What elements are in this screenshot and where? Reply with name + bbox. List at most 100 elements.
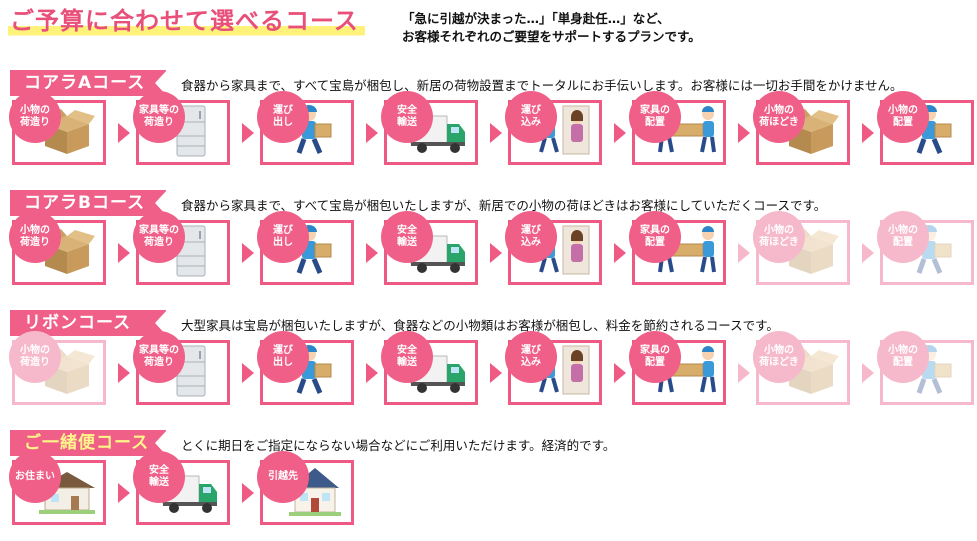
step-card: 運び 出し — [257, 331, 354, 405]
step-label: 安全 輸送 — [397, 225, 417, 248]
step-label: 運び 込み — [521, 225, 541, 248]
flow-arrow-icon — [242, 243, 254, 263]
step-label: 運び 出し — [273, 225, 293, 248]
step-card: 小物の 荷ほどき — [753, 331, 850, 405]
flow-arrow-icon — [118, 483, 130, 503]
step-card: 小物の 荷造り — [9, 331, 106, 405]
step-badge: 安全 輸送 — [133, 451, 185, 503]
flow-arrow-icon — [242, 483, 254, 503]
step-label: 小物の 荷ほどき — [759, 105, 799, 128]
step-label: お住まい — [15, 471, 55, 482]
step-card: 小物の 荷造り — [9, 211, 106, 285]
step-label: 小物の 配置 — [888, 345, 918, 368]
step-badge: 安全 輸送 — [381, 91, 433, 143]
step-card: 家具等の 荷造り — [133, 211, 230, 285]
step-label: 家具の 配置 — [640, 225, 670, 248]
course-description: 食器から家具まで、すべて宝島が梱包いたしますが、新居での小物の荷ほどきはお客様に… — [181, 198, 827, 213]
flow-arrow-icon — [242, 363, 254, 383]
step-label: 小物の 荷ほどき — [759, 225, 799, 248]
step-card: 運び 出し — [257, 211, 354, 285]
header-desc-line2: お客様それぞれのご要望をサポートするプランです。 — [402, 29, 701, 44]
step-card: 安全 輸送 — [381, 211, 478, 285]
step-badge: 家具の 配置 — [629, 211, 681, 263]
flow-arrow-icon — [490, 243, 502, 263]
step-badge: 運び 込み — [505, 91, 557, 143]
course-description: 大型家具は宝島が梱包いたしますが、食器などの小物類はお客様が梱包し、料金を節約さ… — [181, 318, 779, 333]
step-label: 運び 出し — [273, 345, 293, 368]
flow-arrow-icon — [490, 123, 502, 143]
step-badge: 小物の 荷ほどき — [753, 91, 805, 143]
step-badge: 小物の 配置 — [877, 91, 929, 143]
step-label: 運び 込み — [521, 105, 541, 128]
step-label: 安全 輸送 — [397, 105, 417, 128]
flow-arrow-icon — [118, 243, 130, 263]
flow-arrow-icon — [738, 363, 750, 383]
step-badge: 家具の 配置 — [629, 91, 681, 143]
step-card: 家具の 配置 — [629, 91, 726, 165]
flow-arrow-icon — [614, 363, 626, 383]
flow-arrow-icon — [862, 363, 874, 383]
step-label: 家具の 配置 — [640, 105, 670, 128]
step-label: 小物の 荷造り — [20, 345, 50, 368]
step-card: 小物の 配置 — [877, 91, 974, 165]
step-badge: 小物の 荷造り — [9, 91, 61, 143]
flow-arrow-icon — [366, 123, 378, 143]
step-badge: 安全 輸送 — [381, 211, 433, 263]
header-description: 「急に引越が決まった…」「単身赴任…」など、 お客様それぞれのご要望をサポートす… — [402, 10, 701, 46]
course-description: 食器から家具まで、すべて宝島が梱包し、新居の荷物設置までトータルにお手伝いします… — [181, 78, 903, 93]
step-badge: 家具等の 荷造り — [133, 91, 185, 143]
step-badge: 小物の 荷ほどき — [753, 331, 805, 383]
flow-arrow-icon — [738, 123, 750, 143]
flow-arrow-icon — [614, 243, 626, 263]
step-label: 運び 込み — [521, 345, 541, 368]
step-card: 運び 込み — [505, 331, 602, 405]
step-label: 安全 輸送 — [149, 465, 169, 488]
step-card: 運び 込み — [505, 91, 602, 165]
step-card: 家具の 配置 — [629, 331, 726, 405]
step-badge: お住まい — [9, 451, 61, 503]
step-label: 小物の 荷造り — [20, 225, 50, 248]
step-card: 家具等の 荷造り — [133, 91, 230, 165]
flow-arrow-icon — [490, 363, 502, 383]
step-badge: 家具等の 荷造り — [133, 331, 185, 383]
flow-arrow-icon — [614, 123, 626, 143]
step-badge: 運び 出し — [257, 331, 309, 383]
header-desc-line1: 「急に引越が決まった…」「単身赴任…」など、 — [402, 11, 670, 26]
step-card: 引越先 — [257, 451, 354, 525]
step-card: 運び 出し — [257, 91, 354, 165]
step-label: 安全 輸送 — [397, 345, 417, 368]
step-badge: 運び 込み — [505, 211, 557, 263]
step-badge: 小物の 配置 — [877, 211, 929, 263]
step-badge: 運び 込み — [505, 331, 557, 383]
flow-arrow-icon — [118, 123, 130, 143]
step-card: 家具の 配置 — [629, 211, 726, 285]
course-description: とくに期日をご指定にならない場合などにご利用いただけます。経済的です。 — [181, 438, 616, 453]
step-card: 安全 輸送 — [133, 451, 230, 525]
step-label: 小物の 配置 — [888, 105, 918, 128]
step-card: 小物の 荷ほどき — [753, 91, 850, 165]
step-card: 小物の 配置 — [877, 211, 974, 285]
step-label: 家具等の 荷造り — [139, 225, 179, 248]
step-label: 小物の 荷ほどき — [759, 345, 799, 368]
flow-arrow-icon — [118, 363, 130, 383]
step-label: 小物の 荷造り — [20, 105, 50, 128]
step-badge: 小物の 荷造り — [9, 331, 61, 383]
page-title: ご予算に合わせて選べるコース — [8, 6, 365, 38]
step-badge: 運び 出し — [257, 91, 309, 143]
step-badge: 小物の 荷造り — [9, 211, 61, 263]
step-card: 小物の 荷造り — [9, 91, 106, 165]
step-badge: 家具の 配置 — [629, 331, 681, 383]
step-card: 小物の 荷ほどき — [753, 211, 850, 285]
step-badge: 小物の 配置 — [877, 331, 929, 383]
step-label: 家具等の 荷造り — [139, 345, 179, 368]
flow-arrow-icon — [242, 123, 254, 143]
step-badge: 小物の 荷ほどき — [753, 211, 805, 263]
step-label: 小物の 配置 — [888, 225, 918, 248]
step-badge: 引越先 — [257, 451, 309, 503]
step-card: 小物の 配置 — [877, 331, 974, 405]
step-badge: 運び 出し — [257, 211, 309, 263]
step-card: 安全 輸送 — [381, 91, 478, 165]
step-label: 家具の 配置 — [640, 345, 670, 368]
step-card: お住まい — [9, 451, 106, 525]
flow-arrow-icon — [738, 243, 750, 263]
